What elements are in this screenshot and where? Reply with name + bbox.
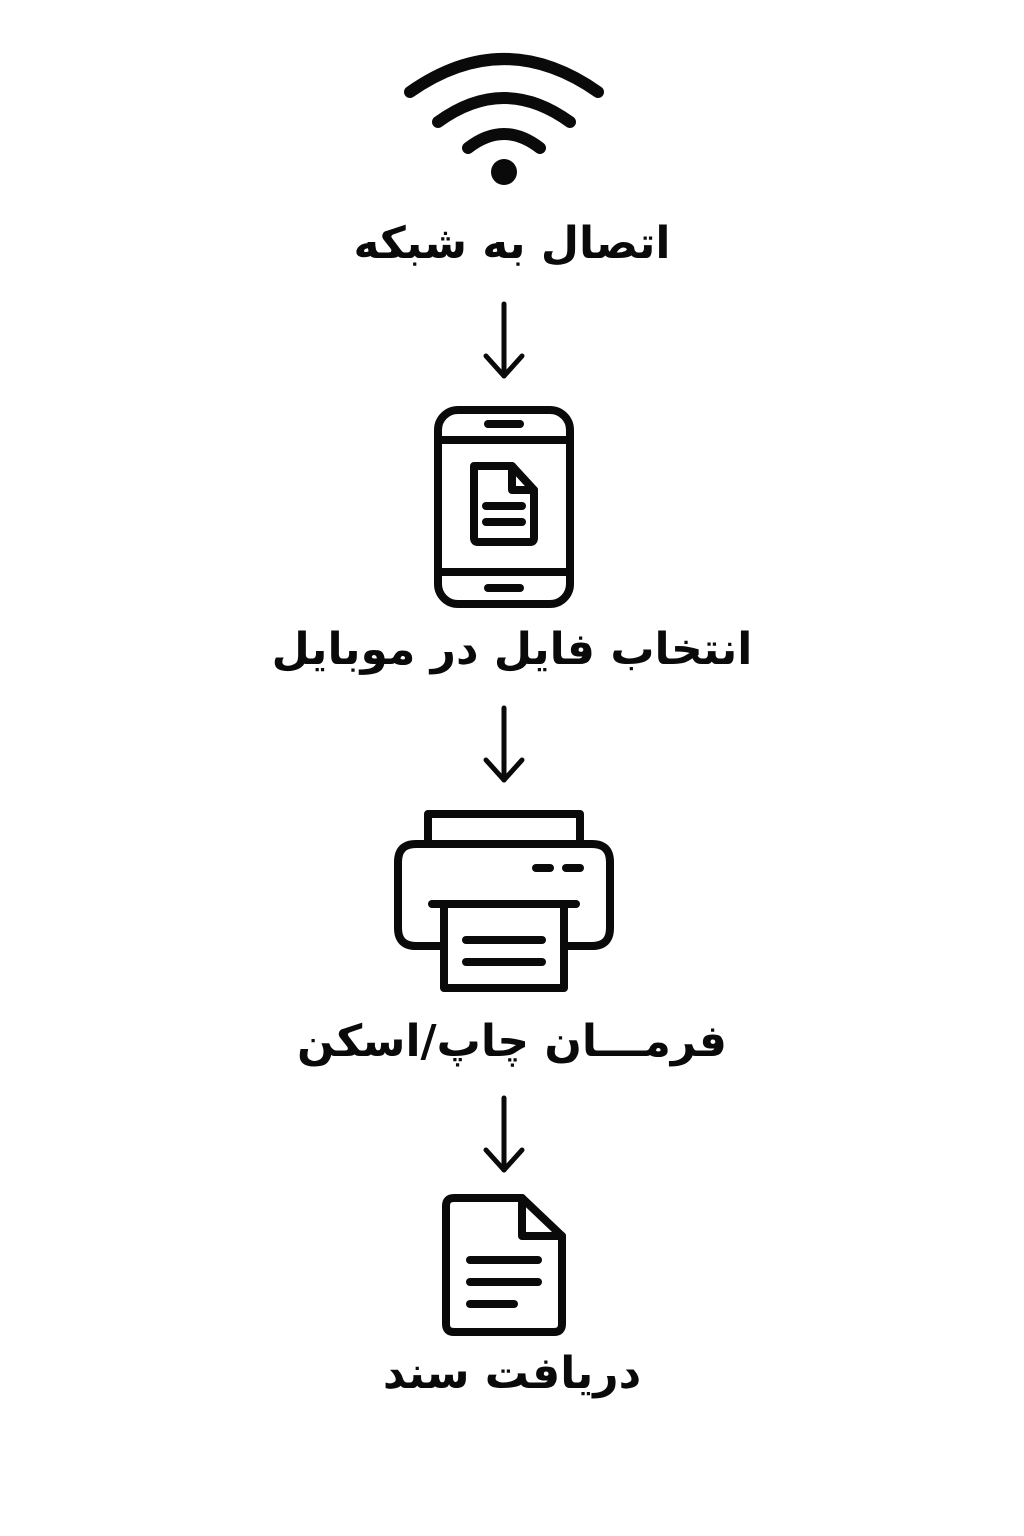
step-label-select-file: انتخاب فایل در موبایل [271, 624, 753, 675]
wifi-icon [404, 53, 604, 185]
down-arrow-icon [483, 705, 525, 783]
down-arrow-icon [483, 1095, 525, 1173]
step-label-network: اتصال به شبکه [353, 218, 671, 269]
document-icon [442, 1194, 566, 1336]
printer-icon [394, 810, 614, 992]
step-label-print-scan: فرمـــان چاپ/اسکن [297, 1016, 727, 1067]
step-label-receive-document: دریافت سند [382, 1348, 642, 1399]
down-arrow-icon [483, 301, 525, 379]
smartphone-document-icon [434, 406, 574, 608]
